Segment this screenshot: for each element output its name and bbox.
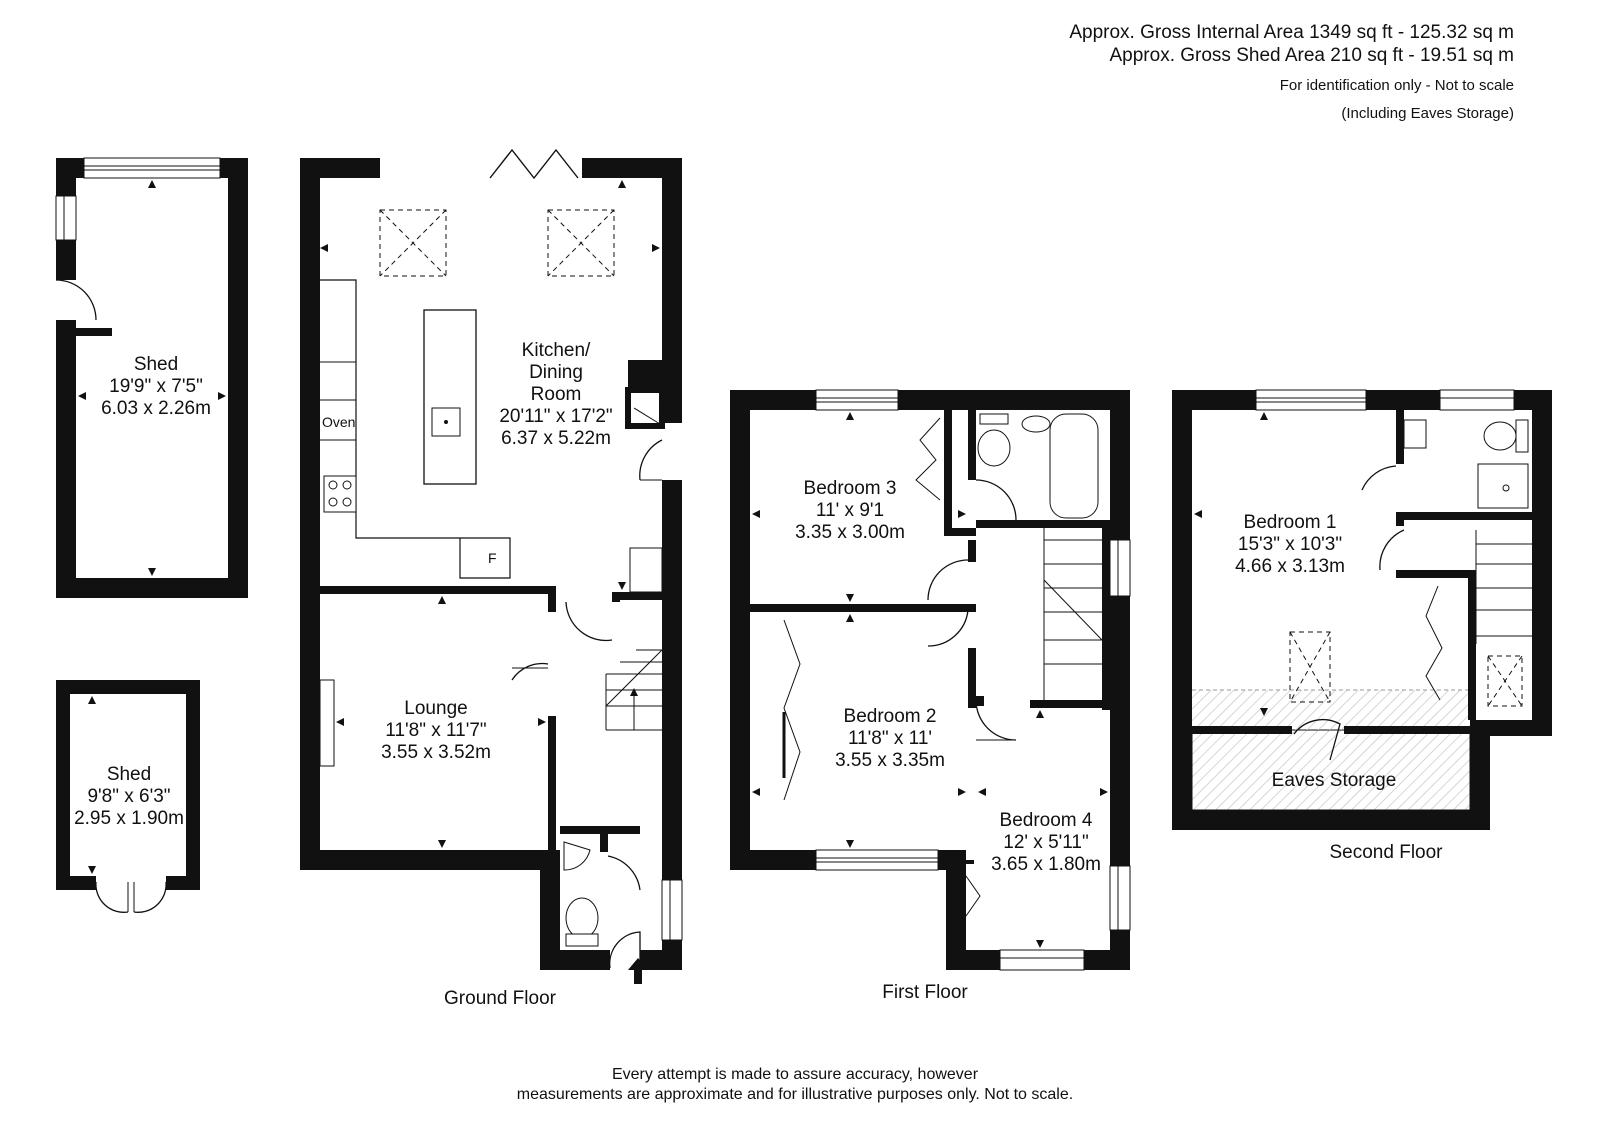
room-imperial: 11'8" x 11'7" xyxy=(385,720,487,741)
identification-note: For identification only - Not to scale xyxy=(1279,77,1514,94)
room-name: Dining xyxy=(529,362,583,383)
lounge-label: Lounge 11'8" x 11'7" 3.55 x 3.52m xyxy=(381,698,491,764)
bedroom3-label: Bedroom 3 11' x 9'1 3.35 x 3.00m xyxy=(795,478,905,544)
second-floor-plan xyxy=(1172,389,1552,830)
room-metric: 2.95 x 1.90m xyxy=(74,808,184,829)
room-name: Lounge xyxy=(404,698,468,719)
room-name: Shed xyxy=(133,354,179,375)
gross-shed-area: Approx. Gross Shed Area 210 sq ft - 19.5… xyxy=(1109,45,1515,66)
bedroom1-label: Bedroom 1 15'3" x 10'3" 4.66 x 3.13m xyxy=(1235,512,1345,578)
room-name: Bedroom 4 xyxy=(999,810,1093,831)
room-name: Bedroom 3 xyxy=(803,478,897,499)
room-imperial: 15'3" x 10'3" xyxy=(1237,534,1343,555)
room-metric: 6.37 x 5.22m xyxy=(501,428,611,449)
fridge-label: F xyxy=(488,550,497,566)
eaves-storage-label: Eaves Storage xyxy=(1272,770,1397,792)
room-metric: 3.65 x 1.80m xyxy=(991,854,1101,875)
room-name: Bedroom 2 xyxy=(843,706,937,727)
bedroom2-label: Bedroom 2 11'8" x 11' 3.55 x 3.35m xyxy=(835,706,945,772)
room-metric: 3.55 x 3.52m xyxy=(381,742,491,763)
including-note: (Including Eaves Storage) xyxy=(1341,105,1514,122)
room-metric: 6.03 x 2.26m xyxy=(101,398,211,419)
first-floor-label: First Floor xyxy=(882,982,968,1003)
room-imperial: 11'8" x 11' xyxy=(847,728,933,749)
room-imperial: 19'9" x 7'5" xyxy=(109,376,203,397)
oven-label: Oven xyxy=(322,414,356,430)
room-imperial: 11' x 9'1 xyxy=(815,500,885,521)
kitchen-label: Kitchen/ Dining Room 20'11" x 17'2" 6.37… xyxy=(499,340,612,450)
disclaimer-line1: Every attempt is made to assure accuracy… xyxy=(611,1066,979,1083)
shed-large-label: Shed 19'9" x 7'5" 6.03 x 2.26m xyxy=(101,354,211,420)
disclaimer-line2: measurements are approximate and for ill… xyxy=(516,1086,1074,1103)
room-imperial: 9'8" x 6'3" xyxy=(87,786,171,807)
second-floor-label: Second Floor xyxy=(1329,842,1443,863)
shed-large-plan xyxy=(55,157,248,598)
ground-floor-plan xyxy=(300,148,683,984)
gross-internal-area: Approx. Gross Internal Area 1349 sq ft -… xyxy=(1069,22,1514,43)
first-floor-plan xyxy=(730,389,1131,971)
shed-small-label: Shed 9'8" x 6'3" 2.95 x 1.90m xyxy=(74,764,184,830)
shed-small-plan xyxy=(56,680,200,913)
room-name: Room xyxy=(530,384,582,405)
bedroom4-label: Bedroom 4 12' x 5'11" 3.65 x 1.80m xyxy=(991,810,1101,876)
room-name: Bedroom 1 xyxy=(1243,512,1337,533)
room-name: Shed xyxy=(106,764,152,785)
room-name: Eaves Storage xyxy=(1271,770,1397,791)
disclaimer: Every attempt is made to assure accuracy… xyxy=(0,1065,1590,1105)
ground-floor-label: Ground Floor xyxy=(444,988,556,1009)
room-metric: 3.55 x 3.35m xyxy=(835,750,945,771)
room-metric: 3.35 x 3.00m xyxy=(795,522,905,543)
room-metric: 4.66 x 3.13m xyxy=(1235,556,1345,577)
room-imperial: 20'11" x 17'2" xyxy=(499,406,613,427)
room-name: Kitchen/ xyxy=(521,340,591,361)
room-imperial: 12' x 5'11" xyxy=(1003,832,1089,853)
